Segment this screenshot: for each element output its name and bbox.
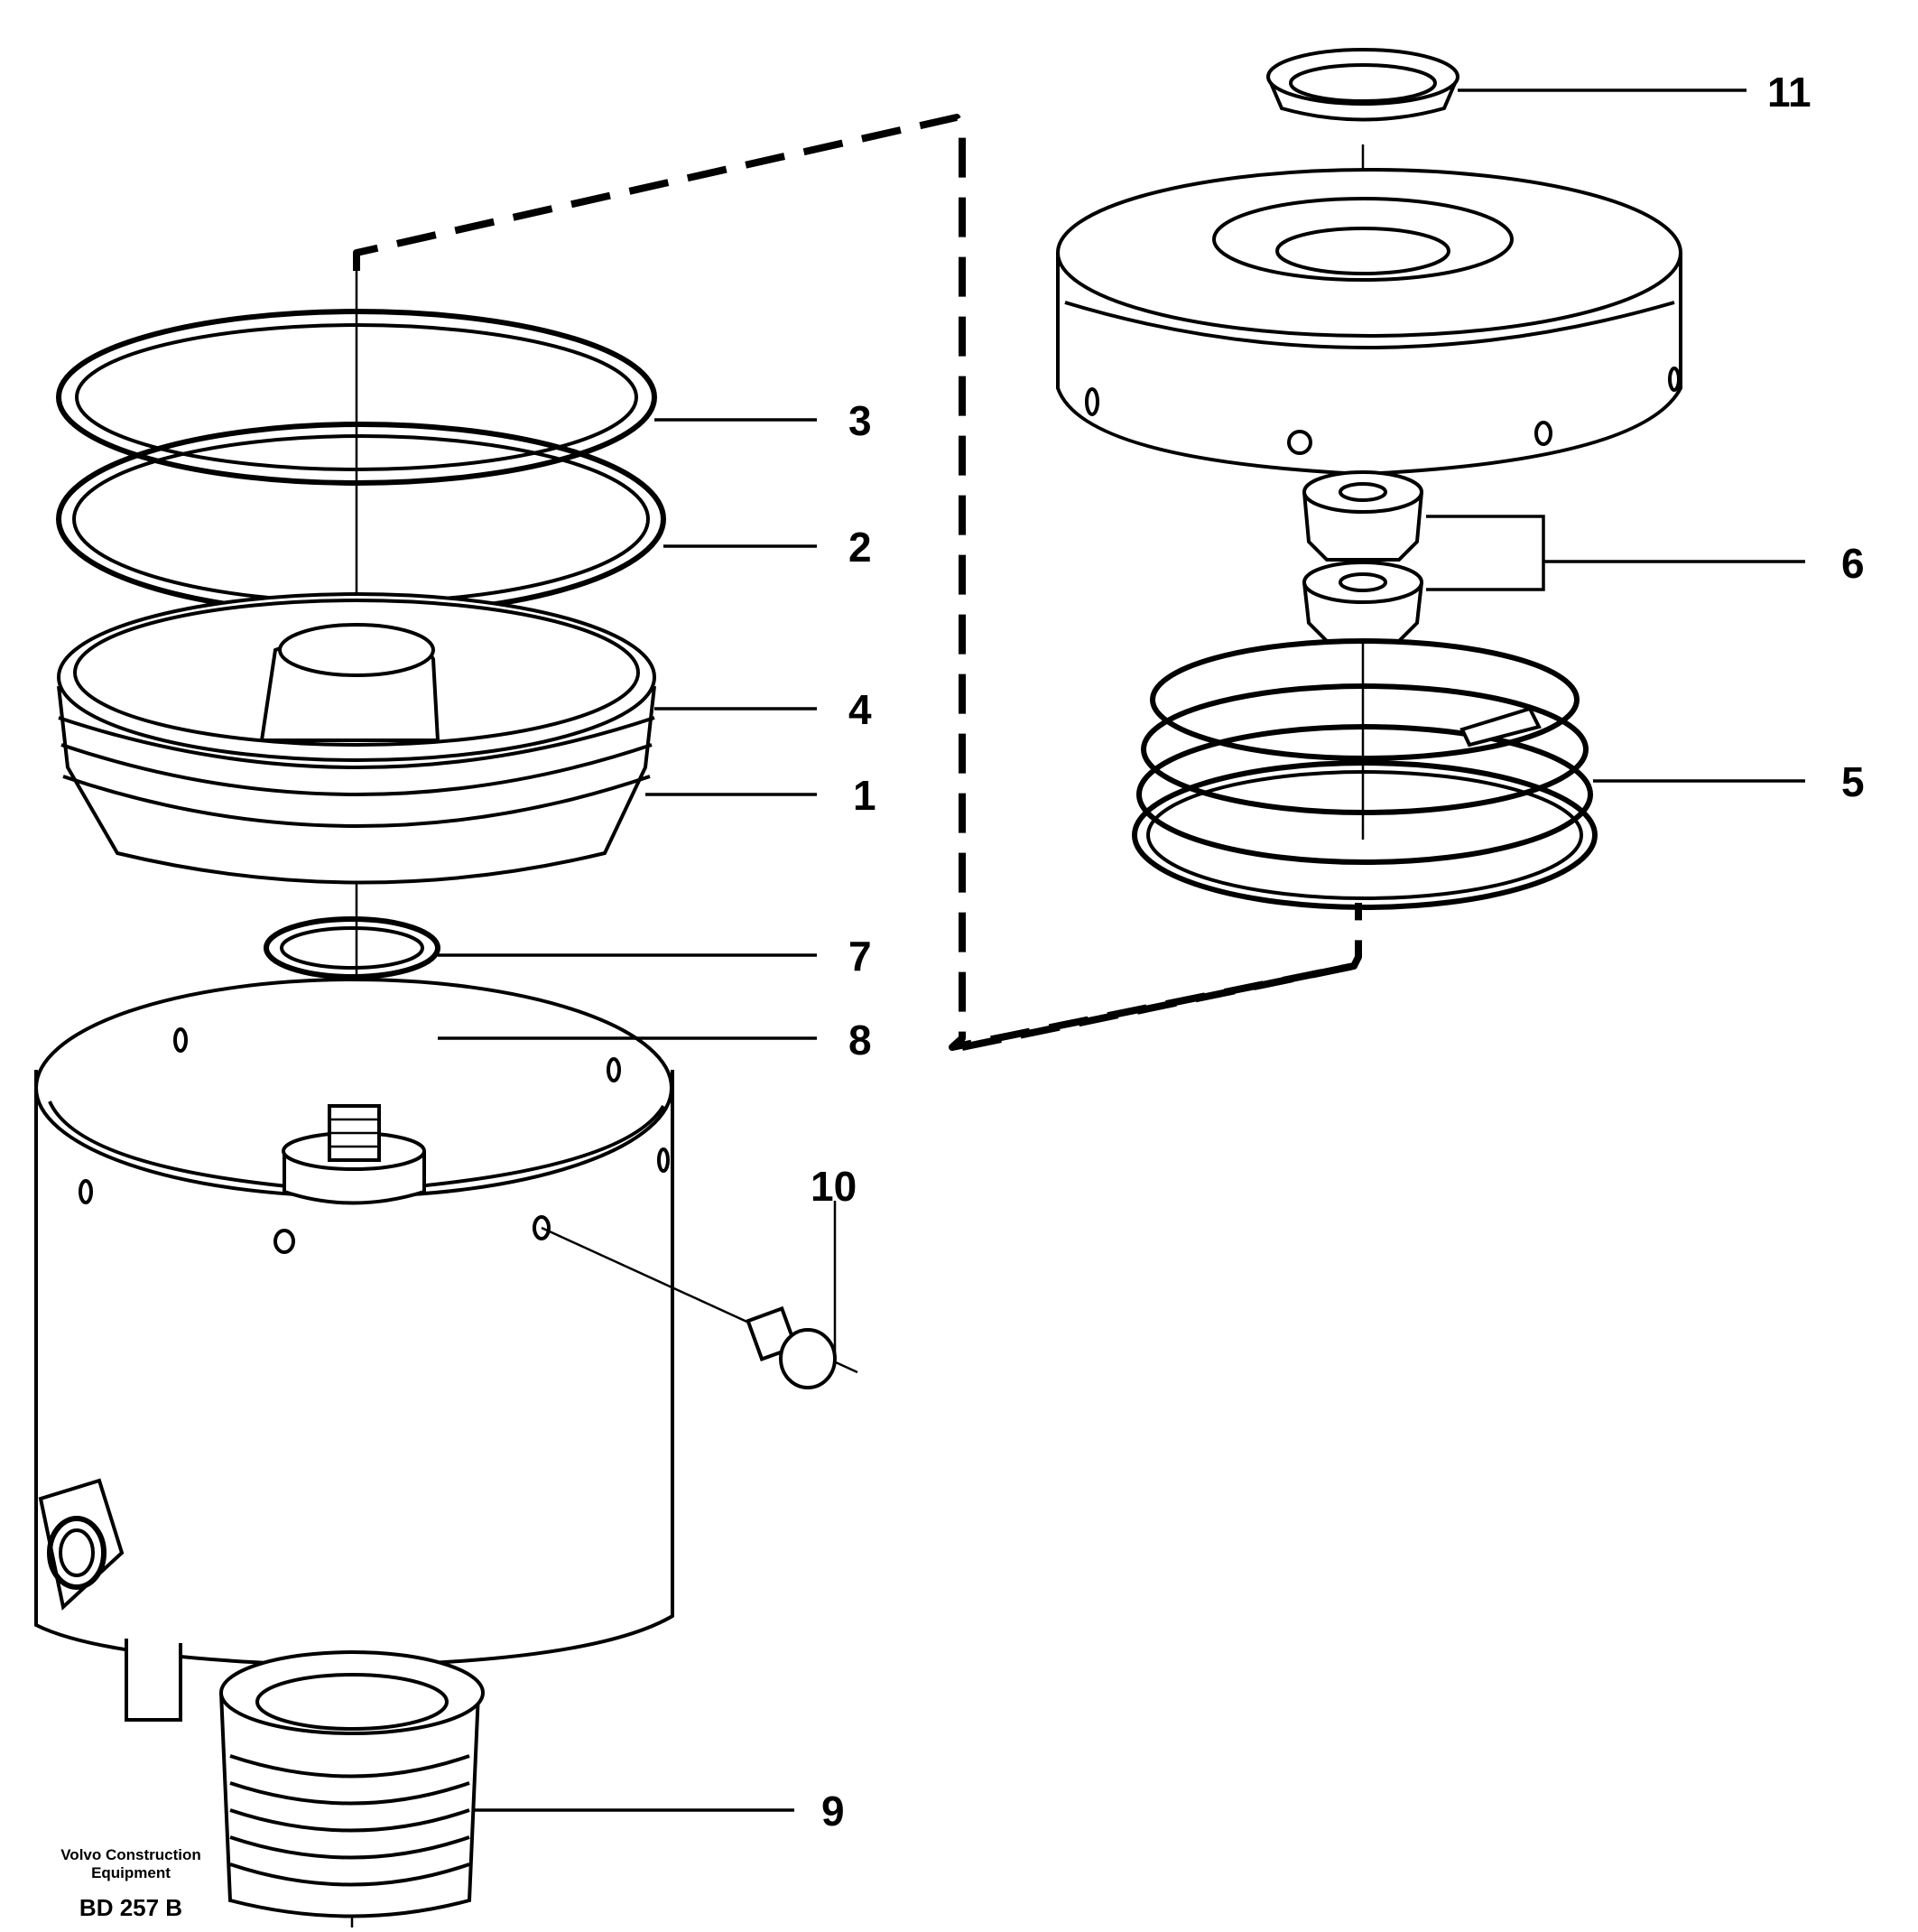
callout-5: 5 [1841,758,1865,805]
callout-9: 9 [821,1788,845,1834]
callout-1: 1 [853,772,876,819]
bracket-6 [1426,515,1545,591]
part-9-threaded-fitting [219,1650,485,1918]
callout-10: 10 [811,1163,857,1210]
housing-cylinder [34,978,674,1722]
company-name-line1: Volvo Construction [60,1846,201,1863]
assembly-dashed-link [353,114,1362,1051]
callout-7: 7 [848,933,872,980]
part-6-nut-upper [1302,470,1423,562]
assembly-dashed-link-lower [961,962,1355,1051]
callout-3: 3 [848,397,872,444]
part-6-nut-lower [1302,561,1423,643]
part-11-cap [1266,48,1459,122]
part-7-o-ring [264,916,440,980]
top-cover-disc [1056,168,1682,477]
callout-8: 8 [848,1017,872,1064]
callout-11: 11 [1767,69,1811,116]
callout-4: 4 [848,686,872,733]
callout-2: 2 [848,524,872,571]
callout-6: 6 [1841,540,1865,587]
drawing-code: BD 257 B [79,1894,182,1921]
company-name-line2: Equipment [91,1864,171,1881]
part-3-ring [56,309,657,486]
part-2-gasket [56,422,666,617]
part-10-screw [541,1201,858,1389]
part-5-coil-spring [1132,638,1598,910]
part-1-bowl [57,592,656,885]
